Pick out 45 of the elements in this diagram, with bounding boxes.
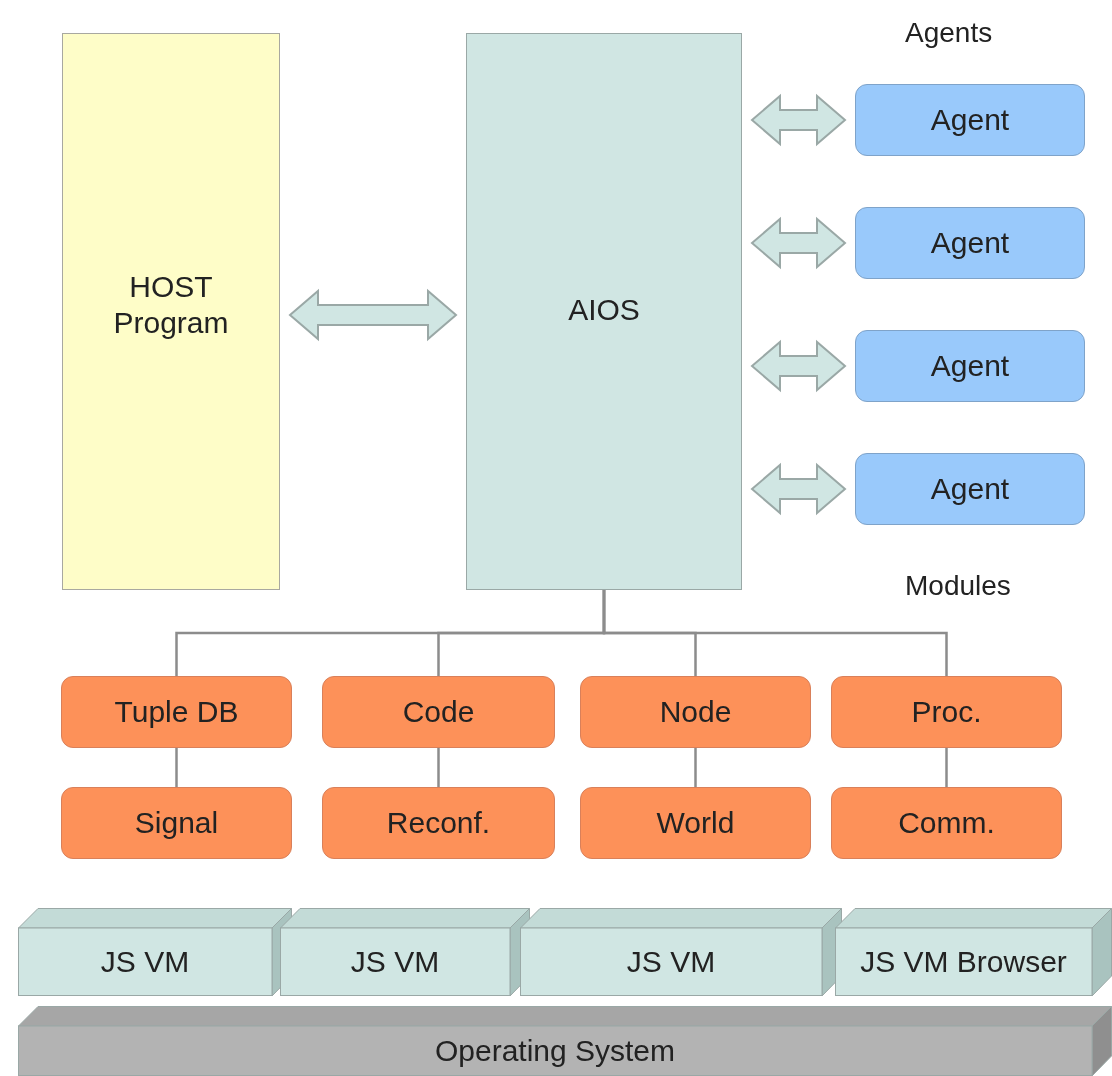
module-box [322, 676, 555, 748]
double-arrow [288, 288, 458, 342]
node-label: Agent [930, 348, 1010, 384]
node-label: AIOS [568, 292, 640, 328]
node-label: Signal [134, 805, 219, 841]
node-label: Agent [930, 225, 1010, 261]
node-label: Reconf. [386, 805, 491, 841]
node-label: HOST Program [112, 269, 230, 341]
double-arrow [750, 462, 847, 516]
node-label: Agent [930, 471, 1010, 507]
agent-box [855, 453, 1085, 525]
host-program-box [62, 33, 280, 590]
connector-line [694, 748, 697, 787]
node-label: Agent [930, 102, 1010, 138]
agent-box [855, 84, 1085, 156]
section-label: Modules [905, 569, 1011, 603]
connector-line [602, 590, 948, 676]
aios-box [466, 33, 742, 590]
module-box [61, 787, 292, 859]
node-label: Tuple DB [114, 694, 239, 730]
connector-line [945, 748, 948, 787]
module-box [322, 787, 555, 859]
connector-line [175, 748, 178, 787]
node-label: JS VM Browser [860, 944, 1067, 980]
double-arrow [750, 93, 847, 147]
node-label: Node [659, 694, 732, 730]
node-label: Code [402, 694, 475, 730]
module-box [580, 676, 811, 748]
agent-box [855, 330, 1085, 402]
double-arrow [750, 216, 847, 270]
node-label: Proc. [911, 694, 982, 730]
node-label: JS VM [350, 944, 440, 980]
section-label: Agents [905, 16, 993, 50]
node-label: Comm. [898, 805, 995, 841]
node-label: Operating System [434, 1033, 676, 1069]
node-label: World [656, 805, 735, 841]
node-label: JS VM [626, 944, 716, 980]
module-box [580, 787, 811, 859]
double-arrow [750, 339, 847, 393]
module-box [61, 676, 292, 748]
module-box [831, 676, 1062, 748]
module-box [831, 787, 1062, 859]
node-label: JS VM [100, 944, 190, 980]
agent-box [855, 207, 1085, 279]
connector-line [437, 748, 440, 787]
